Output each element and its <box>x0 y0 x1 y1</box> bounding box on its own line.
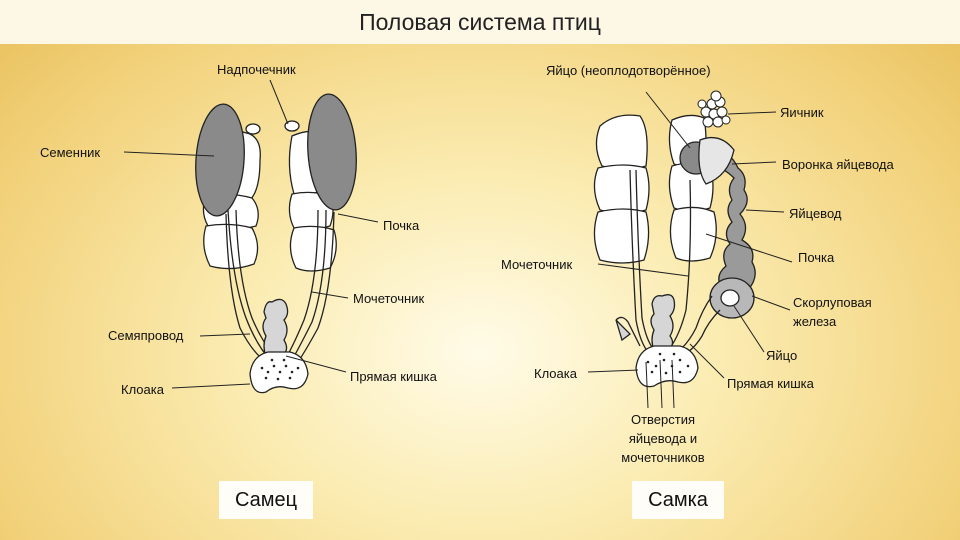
female-ovary <box>697 90 731 128</box>
label-male-cloaca: Клоака <box>121 382 164 397</box>
label-female-openings-1: Отверстия <box>630 412 696 427</box>
female-egg <box>720 289 740 307</box>
label-female-rectum: Прямая кишка <box>727 376 814 391</box>
caption-female: Самка <box>632 481 724 519</box>
label-female-egg: Яйцо <box>766 348 798 363</box>
label-male-vas-deferens: Семяпровод <box>108 328 184 343</box>
caption-male: Самец <box>219 481 313 519</box>
female-leader-lines <box>587 91 793 409</box>
label-female-ureter: Мочеточник <box>501 257 573 272</box>
female-diagram <box>587 90 793 409</box>
label-male-ureter: Мочеточник <box>353 291 425 306</box>
label-female-cloaca: Клоака <box>534 366 577 381</box>
female-funnel <box>698 136 735 185</box>
caption-female-text: Самка <box>648 488 708 511</box>
label-female-ovary: Яичник <box>780 105 824 120</box>
label-male-adrenal: Надпочечник <box>217 62 296 77</box>
title-bar: Половая система птиц <box>0 0 960 44</box>
male-leader-lines <box>123 79 379 389</box>
female-rectum <box>650 294 676 351</box>
female-ureters <box>629 169 692 353</box>
label-female-openings-2: яйцевода и <box>628 431 698 446</box>
male-adrenal-left <box>245 123 261 135</box>
female-side-duct <box>615 316 641 347</box>
page-title: Половая система птиц <box>359 8 601 35</box>
female-lower-oviduct <box>681 295 713 349</box>
female-kidney-left <box>593 114 650 264</box>
label-female-shell-gland-2: железа <box>793 314 837 329</box>
label-female-oviduct: Яйцевод <box>789 206 842 221</box>
male-rectum <box>262 298 289 357</box>
label-female-kidney: Почка <box>798 250 835 265</box>
label-male-rectum: Прямая кишка <box>350 369 437 384</box>
female-cloaca <box>635 345 699 388</box>
label-female-egg-unfertilized: Яйцо (неоплодотворённое) <box>546 63 711 78</box>
label-female-openings-3: мочеточников <box>621 450 705 465</box>
label-female-funnel: Воронка яйцевода <box>782 157 894 172</box>
male-cloaca-dots <box>260 358 300 381</box>
caption-male-text: Самец <box>234 488 298 511</box>
label-female-shell-gland-1: Скорлуповая <box>793 295 872 310</box>
male-testis-right <box>307 93 357 211</box>
male-testis-left <box>195 103 245 217</box>
male-diagram <box>123 79 379 394</box>
label-male-kidney: Почка <box>383 218 420 233</box>
label-male-testis: Семенник <box>40 145 101 160</box>
male-adrenal-right <box>284 120 300 132</box>
